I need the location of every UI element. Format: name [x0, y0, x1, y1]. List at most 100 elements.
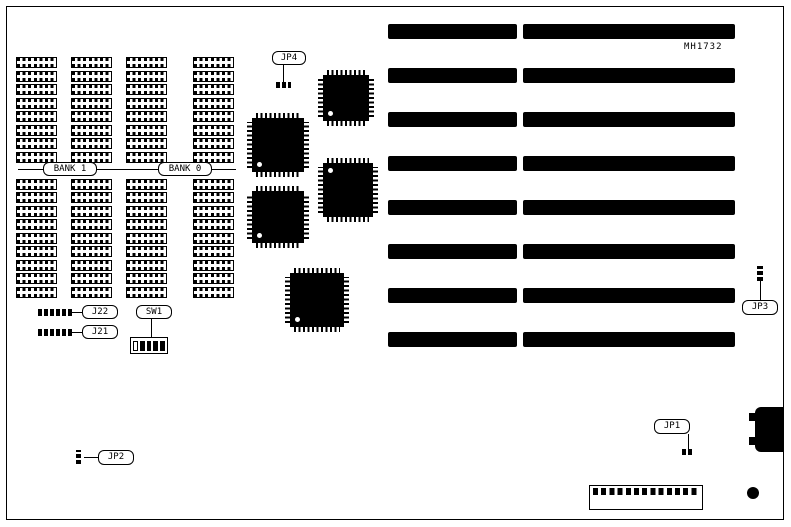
expansion-slot [388, 288, 517, 303]
j21-leader-line [72, 332, 82, 333]
qfp-pins-top [327, 158, 369, 163]
jp2-leader-line [84, 457, 98, 458]
pin1-dot [257, 233, 262, 238]
expansion-slot [523, 244, 735, 259]
keyboard-connector [755, 407, 783, 452]
pin1-dot [328, 111, 333, 116]
jp4-jumper [276, 82, 291, 88]
qfp-pins-right [344, 277, 349, 323]
dip-memory-chip [71, 260, 112, 271]
board-outline [6, 6, 784, 520]
dip-memory-chip [16, 206, 57, 217]
dip-memory-chip [71, 57, 112, 68]
dip-memory-chip [126, 152, 167, 163]
qfp-pins-top [327, 70, 365, 75]
dip-memory-chip [16, 273, 57, 284]
dip-memory-chip [16, 84, 57, 95]
dip-memory-chip [71, 71, 112, 82]
bank1-label: BANK 1 [43, 162, 97, 176]
dip-memory-chip [193, 233, 234, 244]
expansion-slot [523, 24, 735, 39]
jp4-leader-line [283, 65, 284, 82]
qfp-chip [318, 70, 374, 126]
qfp-pins-left [318, 167, 323, 213]
sw1-switch-5 [160, 340, 165, 351]
qfp-pins-top [256, 113, 300, 118]
dip-memory-chip [16, 57, 57, 68]
dip-memory-chip [193, 71, 234, 82]
pin1-dot [295, 317, 300, 322]
j21-connector [38, 329, 72, 336]
dip-memory-chip [16, 111, 57, 122]
dip-memory-chip [126, 125, 167, 136]
dip-memory-chip [193, 260, 234, 271]
jp2-label: JP2 [98, 450, 134, 465]
dip-memory-chip [126, 246, 167, 257]
dip-memory-chip [193, 179, 234, 190]
qfp-pins-bottom [327, 217, 369, 222]
dip-memory-chip [71, 98, 112, 109]
dip-memory-chip [193, 84, 234, 95]
expansion-slot [388, 200, 517, 215]
qfp-chip [285, 268, 349, 332]
qfp-pins-bottom [256, 172, 300, 177]
dip-memory-chip [71, 111, 112, 122]
qfp-pins-bottom [256, 243, 300, 248]
jp1-label: JP1 [654, 419, 690, 434]
expansion-slot [523, 200, 735, 215]
dip-memory-chip [193, 98, 234, 109]
dip-memory-chip [126, 192, 167, 203]
dip-memory-chip [71, 206, 112, 217]
pin1-dot [257, 162, 262, 167]
dip-memory-chip [71, 179, 112, 190]
sw1-switch-4 [153, 340, 159, 351]
dip-memory-chip [16, 98, 57, 109]
dip-memory-chip [126, 111, 167, 122]
jp1-leader-line [688, 434, 689, 449]
dip-memory-chip [126, 98, 167, 109]
dip-memory-chip [71, 125, 112, 136]
qfp-pins-bottom [327, 121, 365, 126]
jp4-label: JP4 [272, 51, 306, 65]
qfp-chip [318, 158, 378, 222]
qfp-pins-top [256, 186, 300, 191]
sw1-switch-3 [146, 340, 152, 351]
dip-memory-chip [126, 260, 167, 271]
jp2-jumper [76, 450, 81, 464]
dip-memory-chip [71, 287, 112, 298]
j21-label: J21 [82, 325, 118, 339]
dip-memory-chip [16, 152, 57, 163]
dip-memory-chip [71, 219, 112, 230]
dip-memory-chip [193, 111, 234, 122]
dip-memory-chip [126, 84, 167, 95]
dip-memory-chip [16, 192, 57, 203]
dip-memory-chip [193, 287, 234, 298]
dip-memory-chip [126, 206, 167, 217]
dip-memory-chip [193, 125, 234, 136]
expansion-slot [388, 68, 517, 83]
dip-memory-chip [71, 273, 112, 284]
expansion-slot [523, 112, 735, 127]
bank-label-line [18, 169, 236, 170]
qfp-pins-right [304, 122, 309, 168]
dip-memory-chip [71, 192, 112, 203]
dip-memory-chip [16, 71, 57, 82]
dip-memory-chip [126, 57, 167, 68]
dip-memory-chip [193, 246, 234, 257]
dip-memory-chip [193, 219, 234, 230]
dip-memory-chip [71, 233, 112, 244]
sw1-switch-2 [139, 340, 145, 351]
j22-label: J22 [82, 305, 118, 319]
bottom-pin-header [589, 485, 703, 510]
expansion-slot [388, 112, 517, 127]
dip-memory-chip [71, 84, 112, 95]
qfp-chip [247, 113, 309, 177]
qfp-pins-left [247, 195, 252, 239]
expansion-slot [523, 288, 735, 303]
jp3-label: JP3 [742, 300, 778, 315]
sw1-leader-line [151, 319, 152, 337]
qfp-pins-left [247, 122, 252, 168]
sw1-dip-switch [130, 337, 168, 354]
dip-memory-chip [16, 260, 57, 271]
